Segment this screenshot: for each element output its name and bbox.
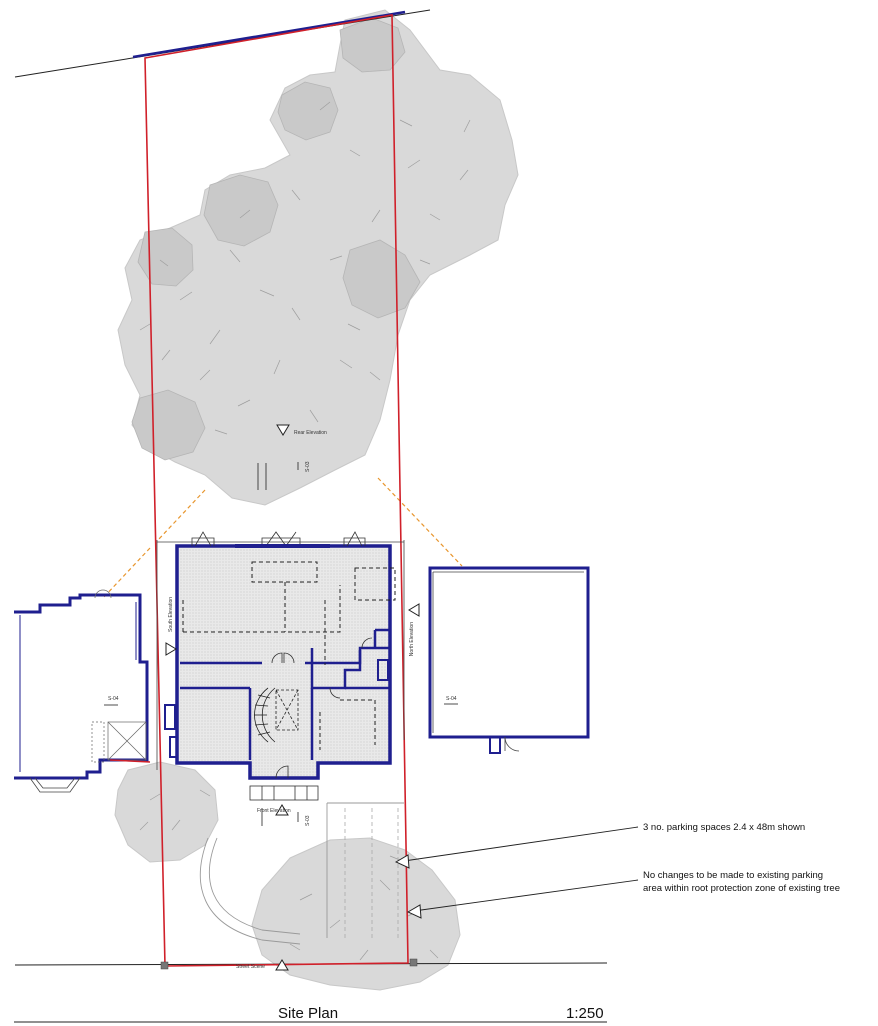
tree-cluster-rear-dark	[131, 17, 421, 461]
porch-steps	[249, 785, 319, 801]
neighbour-door-swing	[94, 589, 112, 599]
neighbour-house-left-inner	[19, 602, 137, 772]
section-label-top: S-03	[305, 461, 311, 472]
boundary-markers	[160, 958, 418, 970]
elevation-marker-street: Street Scene	[236, 959, 289, 971]
dwelling-floor	[177, 546, 390, 778]
dwelling-staircase	[254, 687, 299, 743]
tree-canopy-rear	[117, 9, 519, 506]
drawing-scale: 1:250	[566, 1005, 604, 1022]
north-elevation-label: North Elevation	[409, 622, 415, 656]
section-label-bottom: S-03	[305, 815, 311, 826]
neighbour-threshold-red	[109, 759, 151, 763]
elevation-marker-south: South Elevation	[165, 597, 177, 656]
driveway-outline	[199, 802, 404, 945]
section-markers	[104, 462, 458, 826]
annotation-leaders	[403, 826, 639, 912]
neighbour-building-right-detail	[432, 571, 584, 754]
section-label-left: S-04	[108, 696, 119, 702]
neighbour-house-left	[14, 593, 149, 780]
sight-lines	[102, 477, 463, 599]
tree-canopy-front-left	[114, 761, 219, 863]
dwelling-external-wall	[175, 544, 392, 780]
front-elevation-label: Front Elevation	[257, 808, 291, 814]
main-dwelling	[164, 531, 396, 801]
neighbour-conservatory	[91, 721, 147, 763]
street-scene-label: Street Scene	[236, 964, 265, 970]
dwelling-doors	[271, 637, 373, 779]
section-labels: S-04 S-04 S-03 S-03	[108, 461, 457, 826]
annotation-arrows	[394, 854, 422, 919]
drawing-title: Site Plan	[278, 1005, 338, 1022]
tree-note-line2: area within root protection zone of exis…	[643, 883, 840, 894]
dwelling-internal-walls	[180, 628, 390, 760]
tree-texture	[139, 101, 471, 961]
parking-note: 3 no. parking spaces 2.4 x 48m shown	[643, 822, 805, 833]
rear-elevation-label: Rear Elevation	[294, 430, 327, 436]
dwelling-side-blocks	[164, 659, 389, 758]
dwelling-dashed-layout	[182, 561, 396, 750]
south-elevation-label: South Elevation	[168, 597, 174, 632]
title-block: Site Plan 1:250	[14, 1005, 607, 1023]
parking-bays	[344, 808, 399, 940]
rear-boundary-blue	[132, 10, 406, 59]
neighbour-building-right	[428, 566, 590, 739]
elevation-marker-rear: Rear Elevation	[276, 424, 327, 436]
dwelling-bay-windows	[191, 531, 366, 548]
section-label-right: S-04	[446, 696, 457, 702]
neighbour-bay	[29, 777, 81, 793]
elevation-marker-front: Front Elevation	[257, 804, 291, 816]
tree-note-line1: No changes to be made to existing parkin…	[643, 870, 823, 881]
elevation-marker-north: North Elevation	[408, 603, 420, 656]
site-boundary	[144, 14, 409, 967]
